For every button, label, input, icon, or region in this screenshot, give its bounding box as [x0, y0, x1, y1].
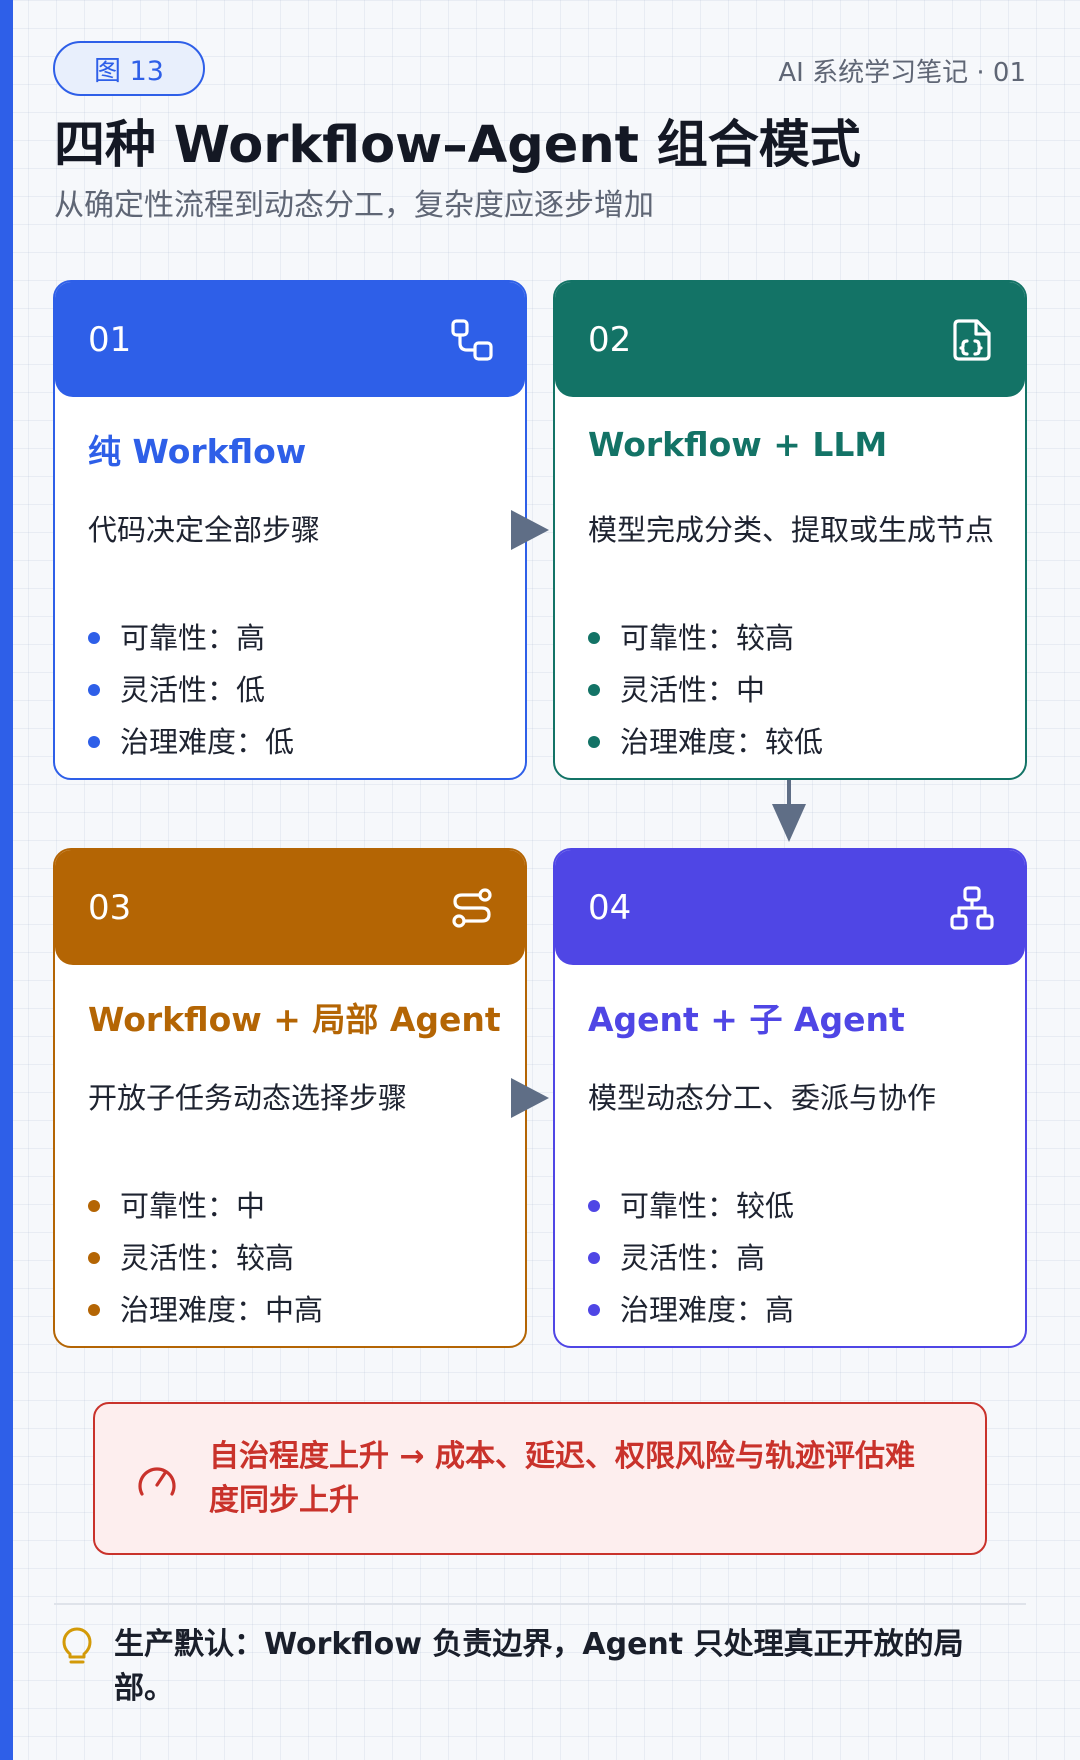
list-item: 灵活性：中 [588, 664, 823, 716]
page-subtitle: 从确定性流程到动态分工，复杂度应逐步增加 [54, 188, 654, 223]
node-link-icon [449, 317, 495, 363]
card-metrics: 可靠性：高 灵活性：低 治理难度：低 [88, 612, 294, 768]
risk-text: 自治程度上升 → 成本、延迟、权限风险与轨迹评估难度同步上升 [209, 1438, 916, 1518]
card-metrics: 可靠性：较高 灵活性：中 治理难度：较低 [588, 612, 823, 768]
figure-badge: 图 13 [53, 41, 205, 96]
card-metrics: 可靠性：较低 灵活性：高 治理难度：高 [588, 1180, 794, 1336]
mode-card-01: 01 纯 Workflow 代码决定全部步骤 可靠性：高 灵活性：低 治理难度：… [53, 280, 527, 780]
list-item: 灵活性：低 [88, 664, 294, 716]
list-item: 治理难度：中高 [88, 1284, 323, 1336]
card-header: 03 [55, 850, 525, 965]
list-item: 可靠性：中 [88, 1180, 323, 1232]
list-item: 灵活性：高 [588, 1232, 794, 1284]
card-number: 01 [88, 319, 132, 360]
card-header: 01 [55, 282, 525, 397]
card-description: 模型完成分类、提取或生成节点 [588, 513, 995, 547]
list-item: 可靠性：较高 [588, 612, 823, 664]
flow-arrow-right [511, 1078, 549, 1118]
card-description: 模型动态分工、委派与协作 [588, 1081, 937, 1115]
card-header: 02 [555, 282, 1025, 397]
card-number: 04 [588, 887, 632, 928]
card-description: 代码决定全部步骤 [88, 513, 321, 547]
card-title: Workflow + LLM [588, 425, 888, 464]
card-number: 03 [88, 887, 132, 928]
list-item: 治理难度：较低 [588, 716, 823, 768]
card-description: 开放子任务动态选择步骤 [88, 1081, 408, 1115]
footer-note: 生产默认：Workflow 负责边界，Agent 只处理真正开放的局部。 [54, 1623, 1004, 1711]
flow-arrow-right [511, 510, 549, 550]
card-title: Agent + 子 Agent [588, 1000, 905, 1039]
hierarchy-icon [949, 885, 995, 931]
series-note: AI 系统学习笔记 · 01 [778, 58, 1026, 88]
card-title: Workflow + 局部 Agent [88, 1000, 501, 1039]
mode-card-03: 03 Workflow + 局部 Agent 开放子任务动态选择步骤 可靠性：中… [53, 848, 527, 1348]
gauge-icon [135, 1457, 179, 1501]
mode-card-04: 04 Agent + 子 Agent 模型动态分工、委派与协作 可靠性：较低 灵… [553, 848, 1027, 1348]
list-item: 治理难度：低 [88, 716, 294, 768]
list-item: 灵活性：较高 [88, 1232, 323, 1284]
route-icon [449, 885, 495, 931]
divider [54, 1603, 1026, 1605]
lightbulb-icon [60, 1627, 94, 1667]
card-title: 纯 Workflow [88, 432, 307, 471]
card-header: 04 [555, 850, 1025, 965]
flow-arrow-down [772, 780, 806, 842]
code-file-icon [949, 317, 995, 363]
footer-text: 生产默认：Workflow 负责边界，Agent 只处理真正开放的局部。 [114, 1627, 964, 1706]
mode-card-02: 02 Workflow + LLM 模型完成分类、提取或生成节点 可靠性：较高 … [553, 280, 1027, 780]
list-item: 可靠性：高 [88, 612, 294, 664]
list-item: 治理难度：高 [588, 1284, 794, 1336]
risk-warning-box: 自治程度上升 → 成本、延迟、权限风险与轨迹评估难度同步上升 [93, 1402, 987, 1555]
page-title: 四种 Workflow–Agent 组合模式 [54, 116, 861, 175]
left-accent-bar [0, 0, 13, 1760]
card-number: 02 [588, 319, 632, 360]
card-metrics: 可靠性：中 灵活性：较高 治理难度：中高 [88, 1180, 323, 1336]
list-item: 可靠性：较低 [588, 1180, 794, 1232]
